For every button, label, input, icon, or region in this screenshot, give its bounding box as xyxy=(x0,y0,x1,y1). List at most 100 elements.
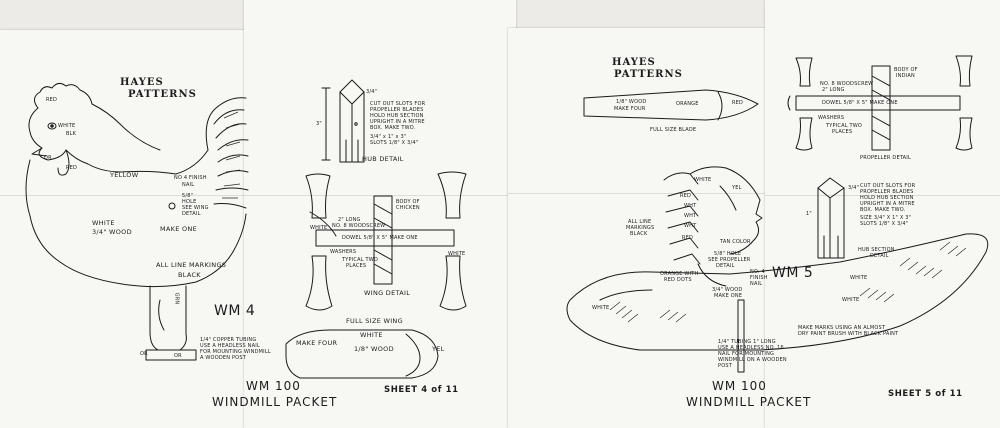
rooster-nail: NAIL xyxy=(182,182,195,188)
blade-wood: 1/8" WOOD xyxy=(616,99,647,105)
rooster-label-white: WHITE xyxy=(58,123,76,129)
indian-markings-2: MARKINGS xyxy=(626,225,655,231)
brand-logo-line1: HAYES xyxy=(120,77,164,88)
rooster-tail-marks xyxy=(222,111,241,199)
pattern-sheet-5 xyxy=(765,0,1000,428)
rooster-label-grn: GRN xyxy=(173,292,180,305)
left-packet-name: WINDMILL PACKET xyxy=(212,395,338,409)
indian-wood-2: MAKE ONE xyxy=(714,293,743,299)
left-wing-size: FULL SIZE WING xyxy=(346,317,403,325)
left-blade-note-6: 3/4" x 1" x 3" xyxy=(370,134,407,140)
rooster-wood: 3/4" WOOD xyxy=(92,228,132,236)
rooster-detail: DETAIL xyxy=(182,211,201,217)
right-hub-dim-b: 1" xyxy=(806,211,812,217)
brand-logo-right-line2: PATTERNS xyxy=(614,69,683,80)
left-tubing-note-2: USE A HEADLESS NAIL xyxy=(200,343,260,349)
rooster-label-or-left: OR xyxy=(140,351,148,357)
rooster-label-blk: BLK xyxy=(66,131,77,137)
indian-white: WHITE xyxy=(694,177,712,183)
rooster-markings: ALL LINE MARKINGS xyxy=(156,261,227,269)
right-hub-note-6: SIZE 3/4" X 1" X 3" xyxy=(860,215,912,221)
rooster-hole: HOLE xyxy=(182,199,197,205)
blade-red: RED xyxy=(732,100,744,106)
canoe-white-2: WHITE xyxy=(842,297,860,303)
rooster-black: BLACK xyxy=(178,271,201,279)
left-wing-detail-caption: WING DETAIL xyxy=(364,289,411,297)
rooster-white-body: WHITE xyxy=(92,219,115,227)
left-blade-note-2: PROPELLER BLADES xyxy=(370,107,424,113)
right-hub-note-3: HOLD HUB SECTION xyxy=(860,195,914,201)
right-hub-note-4: UPRIGHT IN A MITRE xyxy=(860,201,915,207)
left-wing-white-left: WHITE xyxy=(310,225,328,231)
indian-wood-1: 3/4" WOOD xyxy=(712,287,743,293)
right-typical-2: PLACES xyxy=(832,129,853,135)
wing-detail-drawing xyxy=(285,171,467,379)
propeller-detail-drawing xyxy=(787,55,973,151)
right-hub-note-7: SLOTS 1/8" X 3/4" xyxy=(860,221,909,227)
left-typical-2: PLACES xyxy=(346,263,367,269)
rooster-label-red: RED xyxy=(46,97,58,103)
pattern-sheet-rooster xyxy=(0,30,252,428)
left-body-note-2: CHICKEN xyxy=(396,205,420,211)
right-screw-1: NO. 8 WOODSCREW xyxy=(820,81,874,87)
indian-hole-3: DETAIL xyxy=(716,263,735,269)
left-typical-1: TYPICAL TWO xyxy=(342,257,379,263)
rooster-outline xyxy=(25,82,249,361)
canoe-white-left: WHITE xyxy=(592,305,610,311)
right-sheet-number: SHEET 5 of 11 xyxy=(888,389,963,399)
left-wing-white-right: WHITE xyxy=(448,251,466,257)
pattern-sheet-4 xyxy=(244,0,516,428)
rooster-label-yellow: YELLOW xyxy=(110,171,139,179)
right-typical-1: TYPICAL TWO xyxy=(826,123,863,129)
marks-note-1: MAKE MARKS USING AN ALMOST xyxy=(798,325,886,331)
left-dowel-label: DOWEL 5/8" X 5" MAKE ONE xyxy=(342,235,418,241)
marks-note-2: DRY PAINT BRUSH WITH BLACK PAINT xyxy=(798,331,899,337)
indian-markings-3: BLACK xyxy=(630,231,648,237)
indian-red: RED xyxy=(680,193,692,199)
indian-finish-2: FINISH xyxy=(750,275,768,281)
rooster-model-code: WM 4 xyxy=(214,303,256,319)
right-tubing-4: WINDMILL ON A WOODEN xyxy=(718,357,787,363)
indian-hole-1: 5/8" HOLE xyxy=(714,251,742,257)
indian-wht-1: WHT xyxy=(684,203,697,209)
blade-make: MAKE FOUR xyxy=(614,106,646,112)
left-screw-note-2: NO. 8 WOODSCREW xyxy=(332,223,386,229)
right-packet-name: WINDMILL PACKET xyxy=(686,395,812,409)
left-wing-wood: 1/8" WOOD xyxy=(354,345,394,353)
right-washers: WASHERS xyxy=(818,115,845,121)
right-hub-note-2: PROPELLER BLADES xyxy=(860,189,914,195)
propeller-detail-caption: PROPELLER DETAIL xyxy=(860,155,911,161)
blade-caption: FULL SIZE BLADE xyxy=(650,127,697,133)
left-wing-white: WHITE xyxy=(360,331,383,339)
hub-section-1: HUB SECTION xyxy=(858,247,895,253)
left-screw-note-1: 2" LONG xyxy=(338,217,361,223)
left-hub-dim-b: 3" xyxy=(316,121,322,127)
right-tubing-2: USE A HEADLESS NO. 16 xyxy=(718,345,784,351)
rooster-see-wing: SEE WING xyxy=(182,205,209,211)
left-blade-note-4: UPRIGHT IN A MITRE xyxy=(370,119,425,125)
right-tubing-1: 1/4" TUBING 1" LONG xyxy=(718,339,776,345)
indian-markings-1: ALL LINE xyxy=(628,219,652,225)
right-tubing-5: POST xyxy=(718,363,732,369)
indian-red-2: RED xyxy=(682,235,694,241)
left-washers-label: WASHERS xyxy=(330,249,357,255)
brand-logo-right-line1: HAYES xyxy=(612,57,656,68)
indian-orange-1: ORANGE WITH xyxy=(660,271,699,277)
brand-logo-line2: PATTERNS xyxy=(128,89,197,100)
full-size-blade-drawing xyxy=(583,89,759,121)
left-blade-note-1: CUT OUT SLOTS FOR xyxy=(370,101,426,107)
left-blade-note-3: HOLD HUB SECTION xyxy=(370,113,424,119)
indian-model-code: WM 5 xyxy=(772,265,814,281)
right-body-1: BODY OF xyxy=(894,67,918,73)
right-tubing-3: NAIL FOR MOUNTING xyxy=(718,351,775,357)
indian-yel: YEL xyxy=(732,185,742,191)
hub-section-2: DETAIL xyxy=(870,253,889,259)
left-hub-detail-caption: HUB DETAIL xyxy=(362,155,404,163)
rooster-finish-nail: NO 4 FINISH xyxy=(174,175,207,181)
left-sheet-number: SHEET 4 of 11 xyxy=(384,385,459,395)
rooster-hole-size: 5/8" xyxy=(182,193,194,199)
indian-tan: TAN COLOR xyxy=(720,239,751,245)
right-packet-code: WM 100 xyxy=(712,379,767,393)
hub-detail-drawing xyxy=(321,79,365,163)
